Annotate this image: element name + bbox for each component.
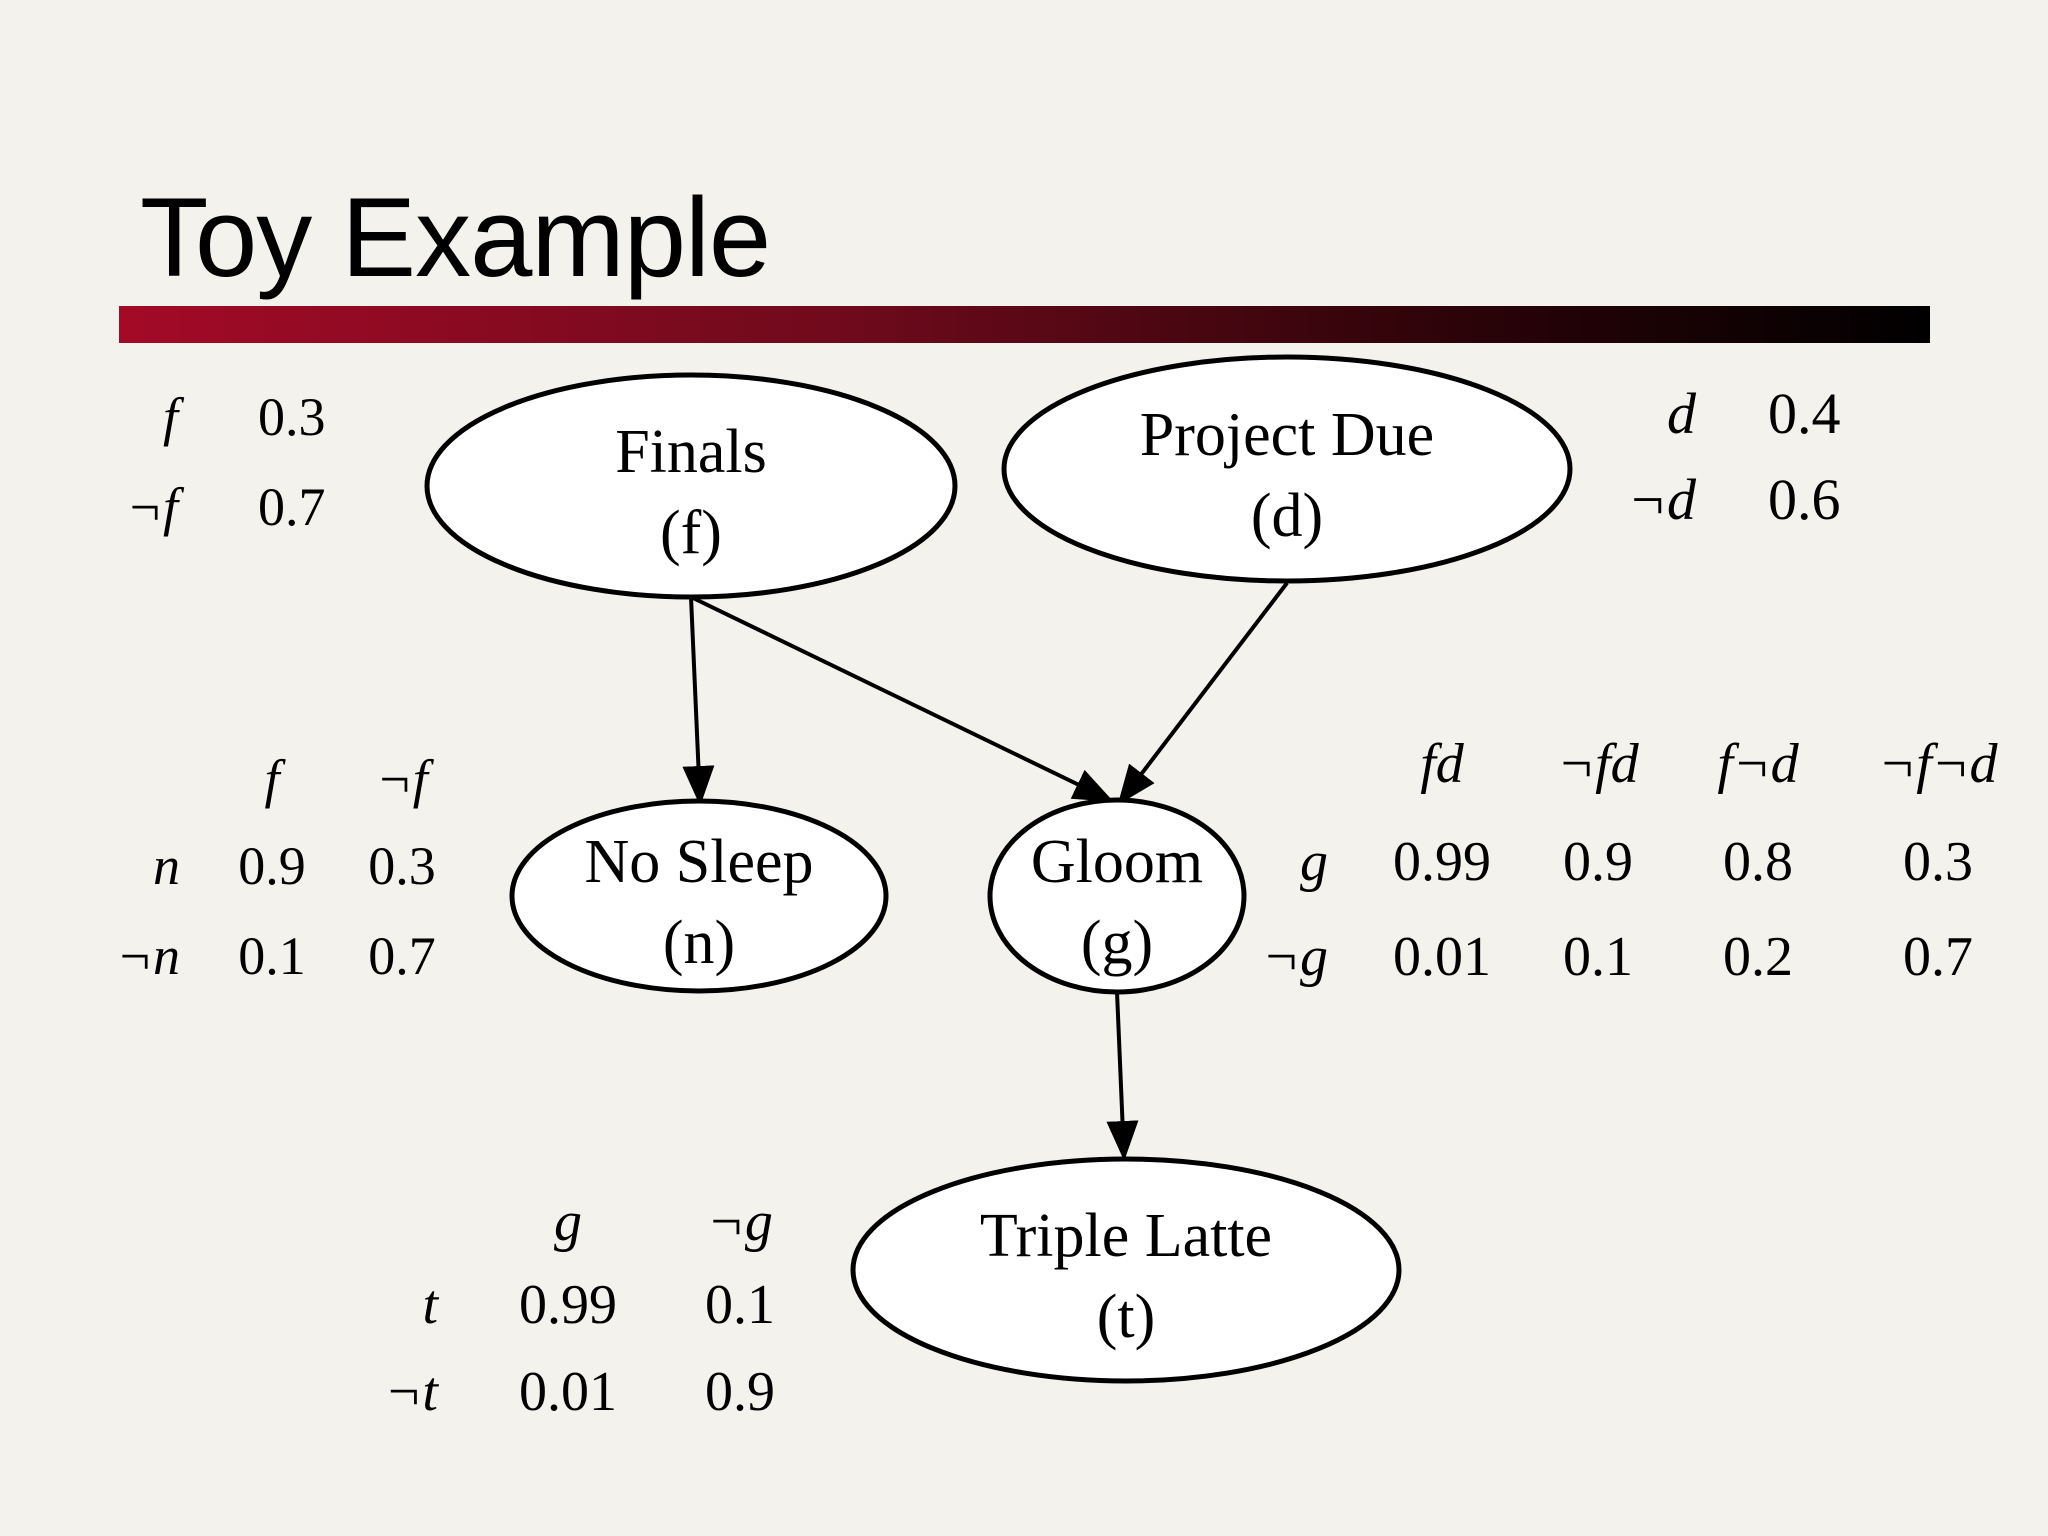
node-gloom-name: Gloom: [1031, 828, 1203, 896]
node-finals-symbol: (f): [660, 499, 722, 567]
cpt-n-col-header: ¬f: [376, 749, 434, 809]
cpt-d-row-value: 0.6: [1768, 467, 1841, 532]
cpt-g-cell: 0.01: [1393, 926, 1491, 988]
node-gloom-symbol: (g): [1081, 909, 1153, 977]
node-triple-latte: Triple Latte (t): [850, 1156, 1402, 1384]
cpt-d-row-value: 0.4: [1768, 381, 1841, 446]
cpt-t-col-header: g: [554, 1191, 582, 1253]
cpt-project-due: d 0.4 ¬d 0.6: [1628, 381, 1841, 532]
cpt-g-cell: 0.1: [1563, 926, 1633, 988]
cpt-f-row-value: 0.7: [258, 477, 326, 537]
cpt-g-row-label: g: [1300, 831, 1328, 893]
cpt-n-col-header: f: [264, 749, 286, 809]
cpt-no-sleep: f ¬f n 0.9 0.3 ¬n 0.1 0.7: [117, 749, 436, 986]
cpt-g-col-header: fd: [1420, 733, 1465, 795]
edge-finals-gloom: [690, 595, 1114, 802]
node-latte-name: Triple Latte: [980, 1202, 1272, 1270]
cpt-finals: f 0.3 ¬f 0.7: [127, 387, 326, 537]
node-project-name: Project Due: [1140, 401, 1434, 469]
node-nosleep-symbol: (n): [663, 909, 735, 977]
cpt-t-cell: 0.1: [705, 1274, 775, 1336]
cpt-triple-latte: g ¬g t 0.99 0.1 ¬t 0.01 0.9: [385, 1191, 775, 1423]
edges: [682, 581, 1289, 1161]
cpt-d-row-label: d: [1667, 381, 1697, 446]
cpt-n-row-label: ¬n: [117, 926, 180, 986]
cpt-g-row-label: ¬g: [1262, 926, 1328, 988]
cpt-g-cell: 0.99: [1393, 831, 1491, 893]
cpt-d-row-label: ¬d: [1628, 467, 1697, 532]
cpt-g-col-header: ¬fd: [1557, 733, 1639, 795]
node-nosleep-name: No Sleep: [584, 828, 813, 896]
edge-finals-nosleep: [682, 596, 715, 806]
edge-gloom-latte: [1106, 991, 1139, 1161]
node-no-sleep: No Sleep (n): [509, 798, 889, 994]
cpt-t-row-label: t: [422, 1274, 439, 1336]
node-project-symbol: (d): [1251, 482, 1323, 550]
node-project-due: Project Due (d): [1001, 354, 1573, 584]
cpt-g-cell: 0.9: [1563, 831, 1633, 893]
cpt-n-cell: 0.3: [368, 836, 436, 896]
node-finals: Finals (f): [424, 372, 958, 600]
cpt-f-row-label: ¬f: [127, 477, 185, 537]
slide-title: Toy Example: [140, 175, 771, 300]
cpt-t-cell: 0.99: [519, 1274, 617, 1336]
cpt-g-col-header: ¬f¬d: [1878, 733, 1998, 795]
cpt-t-row-label: ¬t: [385, 1361, 440, 1423]
cpt-n-cell: 0.7: [368, 926, 436, 986]
cpt-n-cell: 0.1: [238, 926, 306, 986]
cpt-g-cell: 0.8: [1723, 831, 1793, 893]
cpt-t-cell: 0.9: [705, 1361, 775, 1423]
cpt-f-row-label: f: [163, 387, 185, 447]
cpt-g-cell: 0.3: [1903, 831, 1973, 893]
cpt-n-cell: 0.9: [238, 836, 306, 896]
cpt-g-cell: 0.2: [1723, 926, 1793, 988]
edge-project-gloom: [1117, 581, 1289, 806]
node-latte-symbol: (t): [1097, 1283, 1156, 1351]
cpt-gloom: fd ¬fd f¬d ¬f¬d g 0.99 0.9 0.8 0.3 ¬g 0.…: [1262, 733, 1998, 988]
node-finals-name: Finals: [615, 418, 767, 486]
cpt-t-cell: 0.01: [519, 1361, 617, 1423]
node-gloom: Gloom (g): [987, 797, 1247, 995]
cpt-n-row-label: n: [153, 836, 180, 896]
cpt-g-col-header: f¬d: [1717, 733, 1799, 795]
cpt-f-row-value: 0.3: [258, 387, 326, 447]
cpt-g-cell: 0.7: [1903, 926, 1973, 988]
cpt-t-col-header: ¬g: [707, 1191, 773, 1253]
title-underline-bar: [119, 306, 1930, 343]
